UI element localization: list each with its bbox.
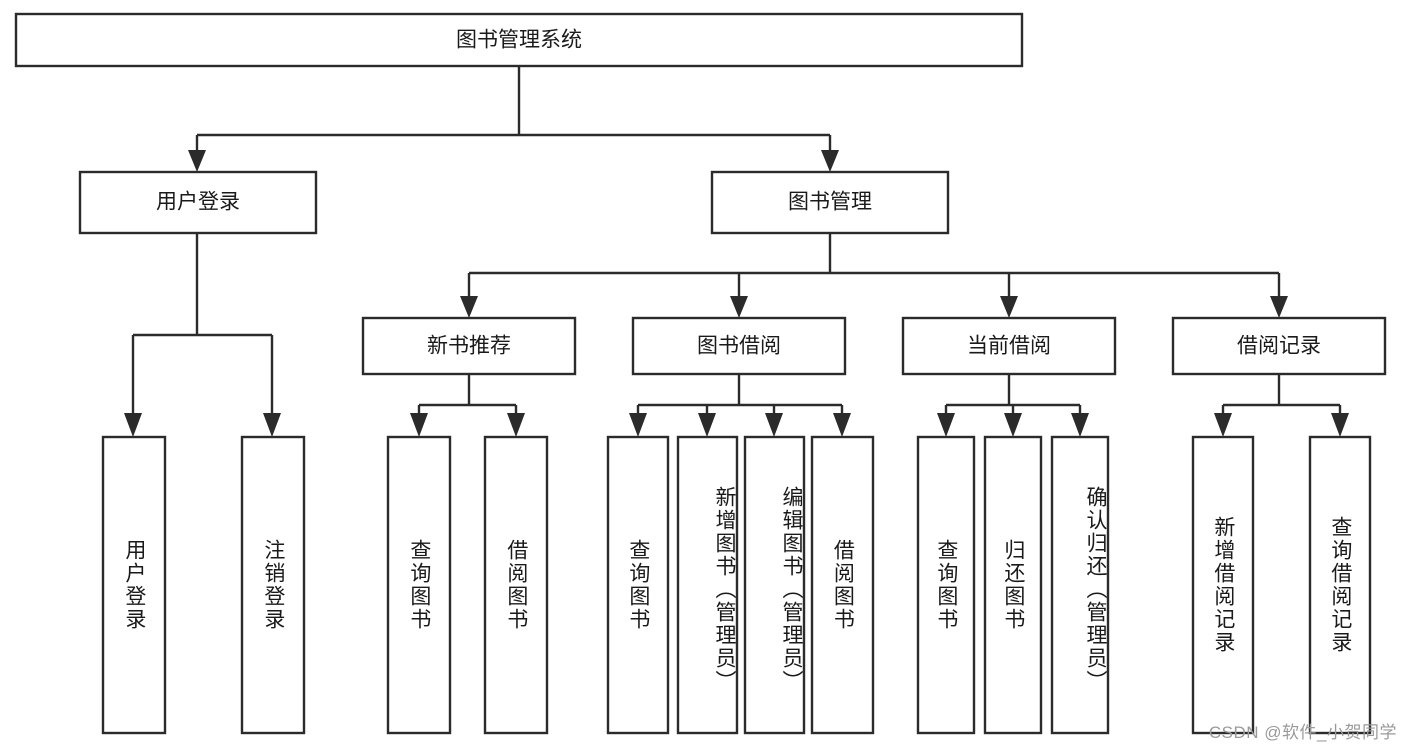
leaf-box-confirm-return[interactable] <box>1050 435 1110 735</box>
node-borrow-record-box[interactable] <box>1171 316 1387 376</box>
leaf-box-query-book-bb[interactable] <box>606 435 670 735</box>
arrow-leaf-query-book-nbr <box>410 413 428 437</box>
arrow-leaf-query-record <box>1331 413 1349 437</box>
leaf-box-query-book-cb[interactable] <box>916 435 976 735</box>
connector-group-new-book-recommend <box>410 374 525 437</box>
node-borrow-record[interactable]: 借阅记录 <box>1171 316 1387 376</box>
arrow-leaf-confirm-return <box>1071 413 1089 437</box>
node-root[interactable]: 图书管理系统 <box>14 12 1024 68</box>
leaf-box-user-login[interactable] <box>101 435 167 735</box>
connector-group-borrow-record <box>1214 374 1349 437</box>
connector-group-book-mgmt <box>460 233 1288 318</box>
arrow-leaf-query-book-bb <box>629 413 647 437</box>
arrow-leaf-borrow-book-nbr <box>507 413 525 437</box>
connector-group-current-borrow <box>937 374 1089 437</box>
leaf-box-edit-book[interactable] <box>743 435 806 735</box>
node-new-book-recommend-box[interactable] <box>361 316 577 376</box>
leaf-box-query-book-nbr[interactable] <box>386 435 452 735</box>
node-book-borrow-label: 图书借阅 <box>697 335 781 358</box>
node-user-login-box[interactable] <box>78 170 318 235</box>
node-book-borrow[interactable]: 图书借阅 <box>631 316 847 376</box>
arrow-leaf-add-book <box>698 413 716 437</box>
leaf-box-add-record[interactable] <box>1191 435 1255 735</box>
leaf-box-borrow-book-bb[interactable] <box>810 435 875 735</box>
leaf-box-borrow-book-nbr[interactable] <box>483 435 549 735</box>
arrow-to-user-login <box>188 150 206 172</box>
node-new-book-recommend[interactable]: 新书推荐 <box>361 316 577 376</box>
leaf-box-return-book[interactable] <box>983 435 1043 735</box>
node-user-login[interactable]: 用户登录 <box>78 170 318 235</box>
arrow-leaf-borrow-book-bb <box>833 413 851 437</box>
arrow-to-current-borrow <box>1000 296 1018 318</box>
leaf-box-add-book[interactable] <box>676 435 739 735</box>
arrow-to-new-book-recommend <box>460 296 478 318</box>
connector-group-book-borrow <box>629 374 851 437</box>
arrow-leaf-user-login <box>124 413 142 437</box>
node-current-borrow-box[interactable] <box>901 316 1117 376</box>
node-borrow-record-label: 借阅记录 <box>1237 335 1321 358</box>
leaf-node-group <box>101 435 1372 735</box>
arrow-to-borrow-record <box>1270 296 1288 318</box>
arrow-to-book-borrow <box>730 296 748 318</box>
node-book-borrow-box[interactable] <box>631 316 847 376</box>
leaf-box-logout[interactable] <box>240 435 306 735</box>
connector-group-user-login <box>124 233 281 437</box>
csdn-watermark: CSDN @软件_小贺同学 <box>1208 723 1397 742</box>
node-root-box[interactable] <box>14 12 1024 68</box>
node-user-login-label: 用户登录 <box>156 191 240 214</box>
node-root-label: 图书管理系统 <box>456 29 582 52</box>
leaf-box-query-record[interactable] <box>1308 435 1372 735</box>
node-current-borrow[interactable]: 当前借阅 <box>901 316 1117 376</box>
arrow-leaf-return-book <box>1004 413 1022 437</box>
node-book-management-label: 图书管理 <box>788 191 872 214</box>
arrow-leaf-logout <box>263 413 281 437</box>
node-new-book-recommend-label: 新书推荐 <box>427 335 511 358</box>
arrow-to-book-mgmt <box>821 150 839 172</box>
arrow-leaf-edit-book <box>765 413 783 437</box>
node-current-borrow-label: 当前借阅 <box>967 335 1051 358</box>
arrow-leaf-add-record <box>1214 413 1232 437</box>
node-book-management-box[interactable] <box>710 170 950 235</box>
node-book-management[interactable]: 图书管理 <box>710 170 950 235</box>
arrow-leaf-query-book-cb <box>937 413 955 437</box>
connector-group-root <box>188 66 839 172</box>
